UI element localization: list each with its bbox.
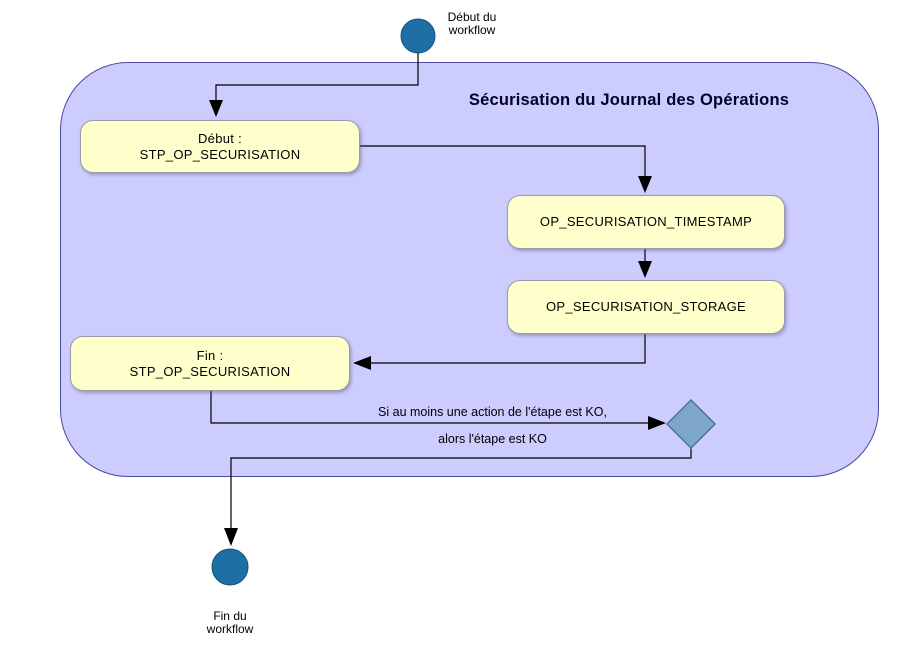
node-step-start: Début : STP_OP_SECURISATION [80,120,360,173]
node-storage: OP_SECURISATION_STORAGE [507,280,785,334]
node-storage-label: OP_SECURISATION_STORAGE [545,299,747,314]
frame-title: Sécurisation du Journal des Opérations [468,91,790,109]
start-node-label: Début du workflow [447,10,497,37]
node-step-start-line1: Début : [197,130,242,146]
end-node-icon [211,548,249,586]
node-step-end: Fin : STP_OP_SECURISATION [70,336,350,391]
node-step-end-line1: Fin : [196,347,224,363]
decision-annotation-line2: alors l'étape est KO [438,431,547,446]
decision-annotation: Si au moins une action de l'étape est KO… [350,392,635,446]
arrowhead-into-end [224,528,238,546]
end-node-label: Fin du workflow [206,609,254,636]
node-timestamp: OP_SECURISATION_TIMESTAMP [507,195,785,249]
decision-annotation-line1: Si au moins une action de l'étape est KO… [378,404,607,419]
node-step-end-line2: STP_OP_SECURISATION [129,363,291,379]
start-node-icon [400,18,436,54]
node-step-start-line2: STP_OP_SECURISATION [139,146,301,162]
node-timestamp-label: OP_SECURISATION_TIMESTAMP [539,214,753,229]
